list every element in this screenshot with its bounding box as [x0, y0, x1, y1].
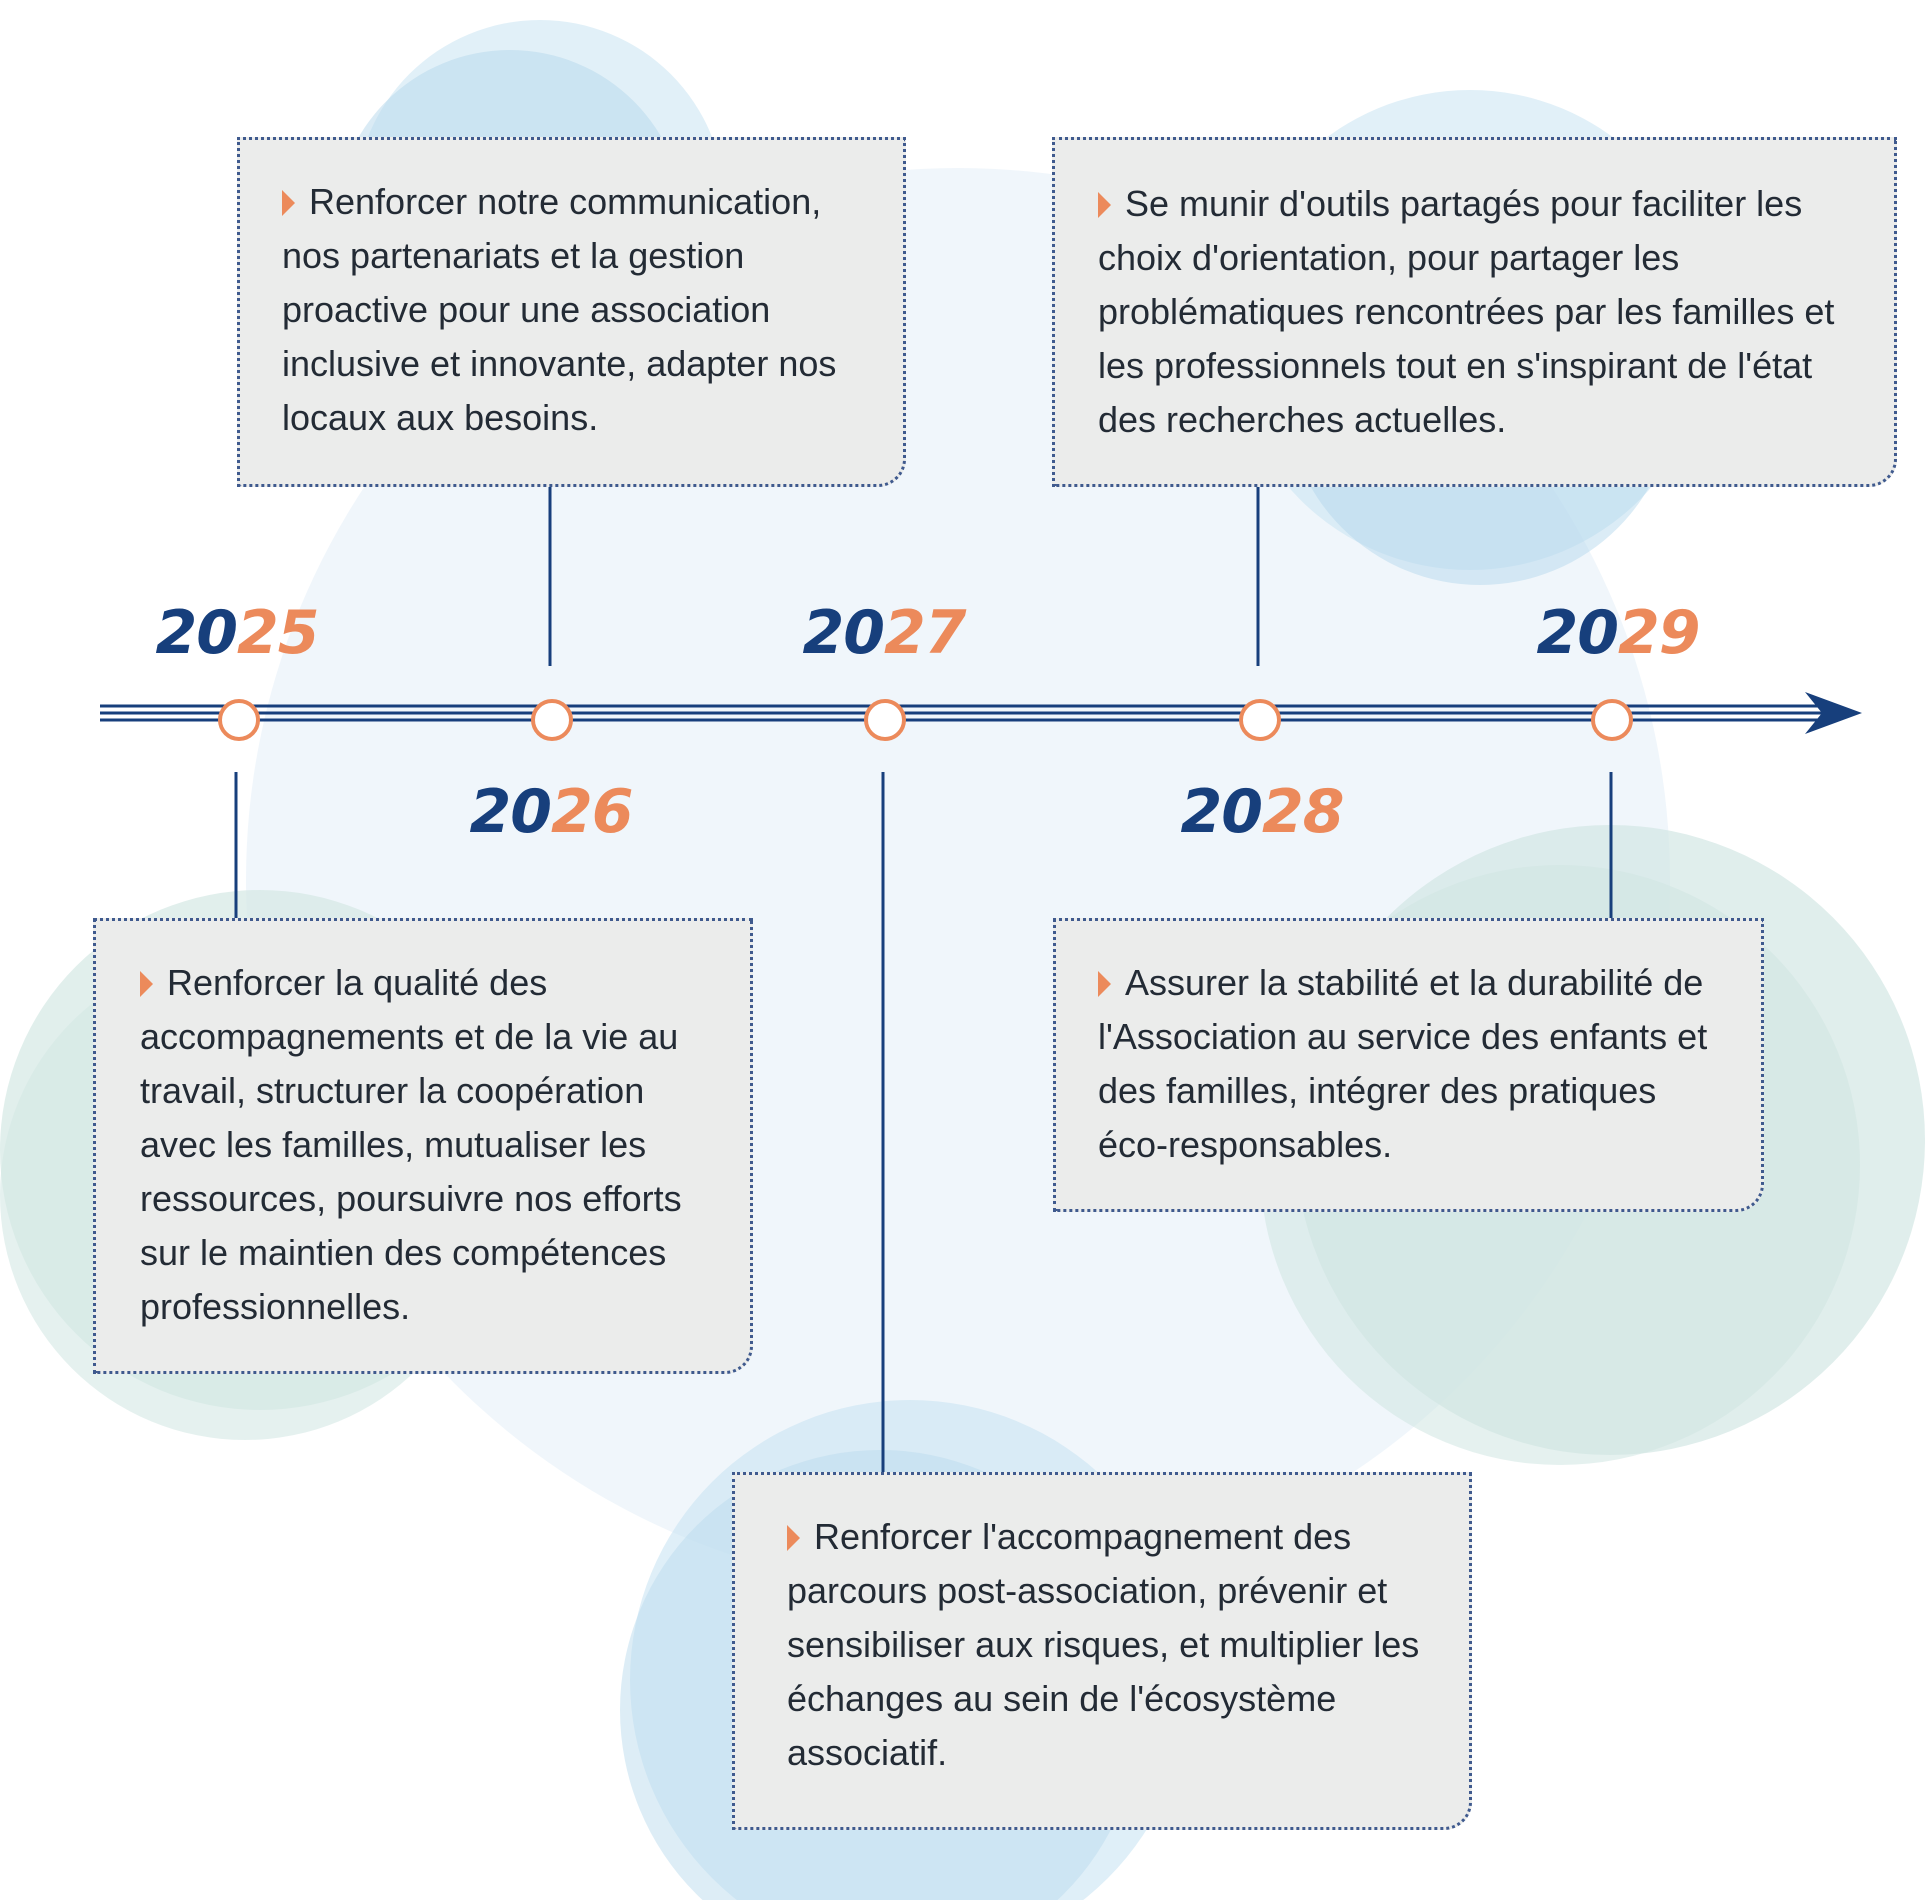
orange-triangle-bullet-icon	[282, 190, 295, 216]
timeline-node-2026	[531, 699, 573, 741]
goal-card-2027: Renforcer l'accompagnement des parcours …	[732, 1472, 1472, 1830]
goal-text-2026: Renforcer notre communication, nos parte…	[282, 181, 837, 438]
arrow-head-icon	[1805, 692, 1862, 734]
year-label-2026: 2026	[469, 777, 634, 847]
orange-triangle-bullet-icon	[1098, 192, 1111, 218]
timeline-node-2025	[218, 699, 260, 741]
orange-triangle-bullet-icon	[140, 971, 153, 997]
year-label-2025: 2025	[155, 598, 320, 668]
goal-card-2029: Assurer la stabilité et la durabilité de…	[1053, 918, 1764, 1212]
goal-card-2026: Renforcer notre communication, nos parte…	[237, 137, 906, 487]
orange-triangle-bullet-icon	[1098, 971, 1111, 997]
goal-text-2025: Renforcer la qualité des accompagnements…	[140, 962, 682, 1327]
timeline-node-2027	[864, 699, 906, 741]
orange-triangle-bullet-icon	[787, 1525, 800, 1551]
timeline-connectors	[234, 487, 1613, 1472]
goal-text-2027: Renforcer l'accompagnement des parcours …	[787, 1516, 1420, 1773]
year-label-2029: 2029	[1536, 598, 1701, 668]
timeline-node-2028	[1239, 699, 1281, 741]
year-label-2028: 2028	[1180, 777, 1345, 847]
timeline-axis	[100, 704, 1830, 722]
goal-text-2028: Se munir d'outils partagés pour facilite…	[1098, 183, 1835, 440]
timeline-node-2029	[1591, 699, 1633, 741]
goal-text-2029: Assurer la stabilité et la durabilité de…	[1098, 962, 1708, 1165]
goal-card-2028: Se munir d'outils partagés pour facilite…	[1052, 137, 1897, 487]
year-label-2027: 2027	[802, 598, 967, 668]
goal-card-2025: Renforcer la qualité des accompagnements…	[93, 918, 753, 1374]
